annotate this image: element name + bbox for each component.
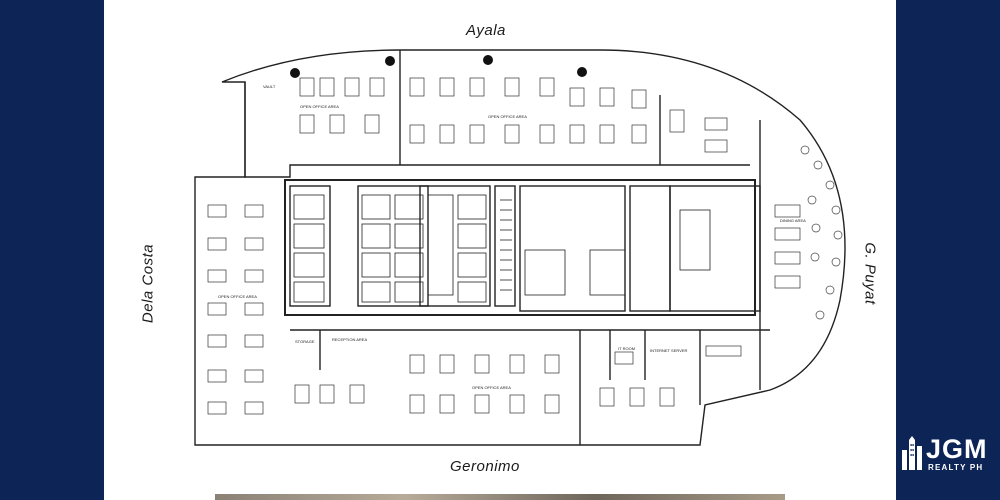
desks-south (294, 351, 675, 414)
jgm-logo: JGM REALTY PH (900, 434, 996, 476)
label-server: INTERNET SERVER (650, 348, 688, 353)
label-dining: DINING AREA (780, 218, 806, 223)
label-reception: RECEPTION AREA (332, 337, 367, 342)
building-outline (194, 49, 846, 446)
photo-strip (215, 494, 785, 500)
desks-west (207, 204, 264, 415)
label-storage: STORAGE (295, 339, 315, 344)
desks-north (299, 77, 728, 153)
building-skyline-icon (902, 436, 922, 470)
logo-name: JGM (926, 434, 988, 464)
dining-tables (705, 204, 801, 357)
core-block (284, 179, 756, 316)
street-label-south: Geronimo (450, 458, 520, 475)
street-label-west: Dela Costa (139, 243, 157, 324)
street-label-east: G. Puyat (861, 242, 879, 305)
street-label-north: Ayala (466, 22, 506, 39)
label-open-office-south: OPEN OFFICE AREA (472, 385, 511, 390)
label-open-office-north: OPEN OFFICE AREA (300, 104, 339, 109)
label-open-office-west: OPEN OFFICE AREA (218, 294, 257, 299)
label-vault: VAULT (263, 84, 276, 89)
label-open-office-north-2: OPEN OFFICE AREA (488, 114, 527, 119)
logo-subtitle: REALTY PH (928, 463, 984, 472)
label-it-room: IT ROOM (618, 346, 635, 351)
